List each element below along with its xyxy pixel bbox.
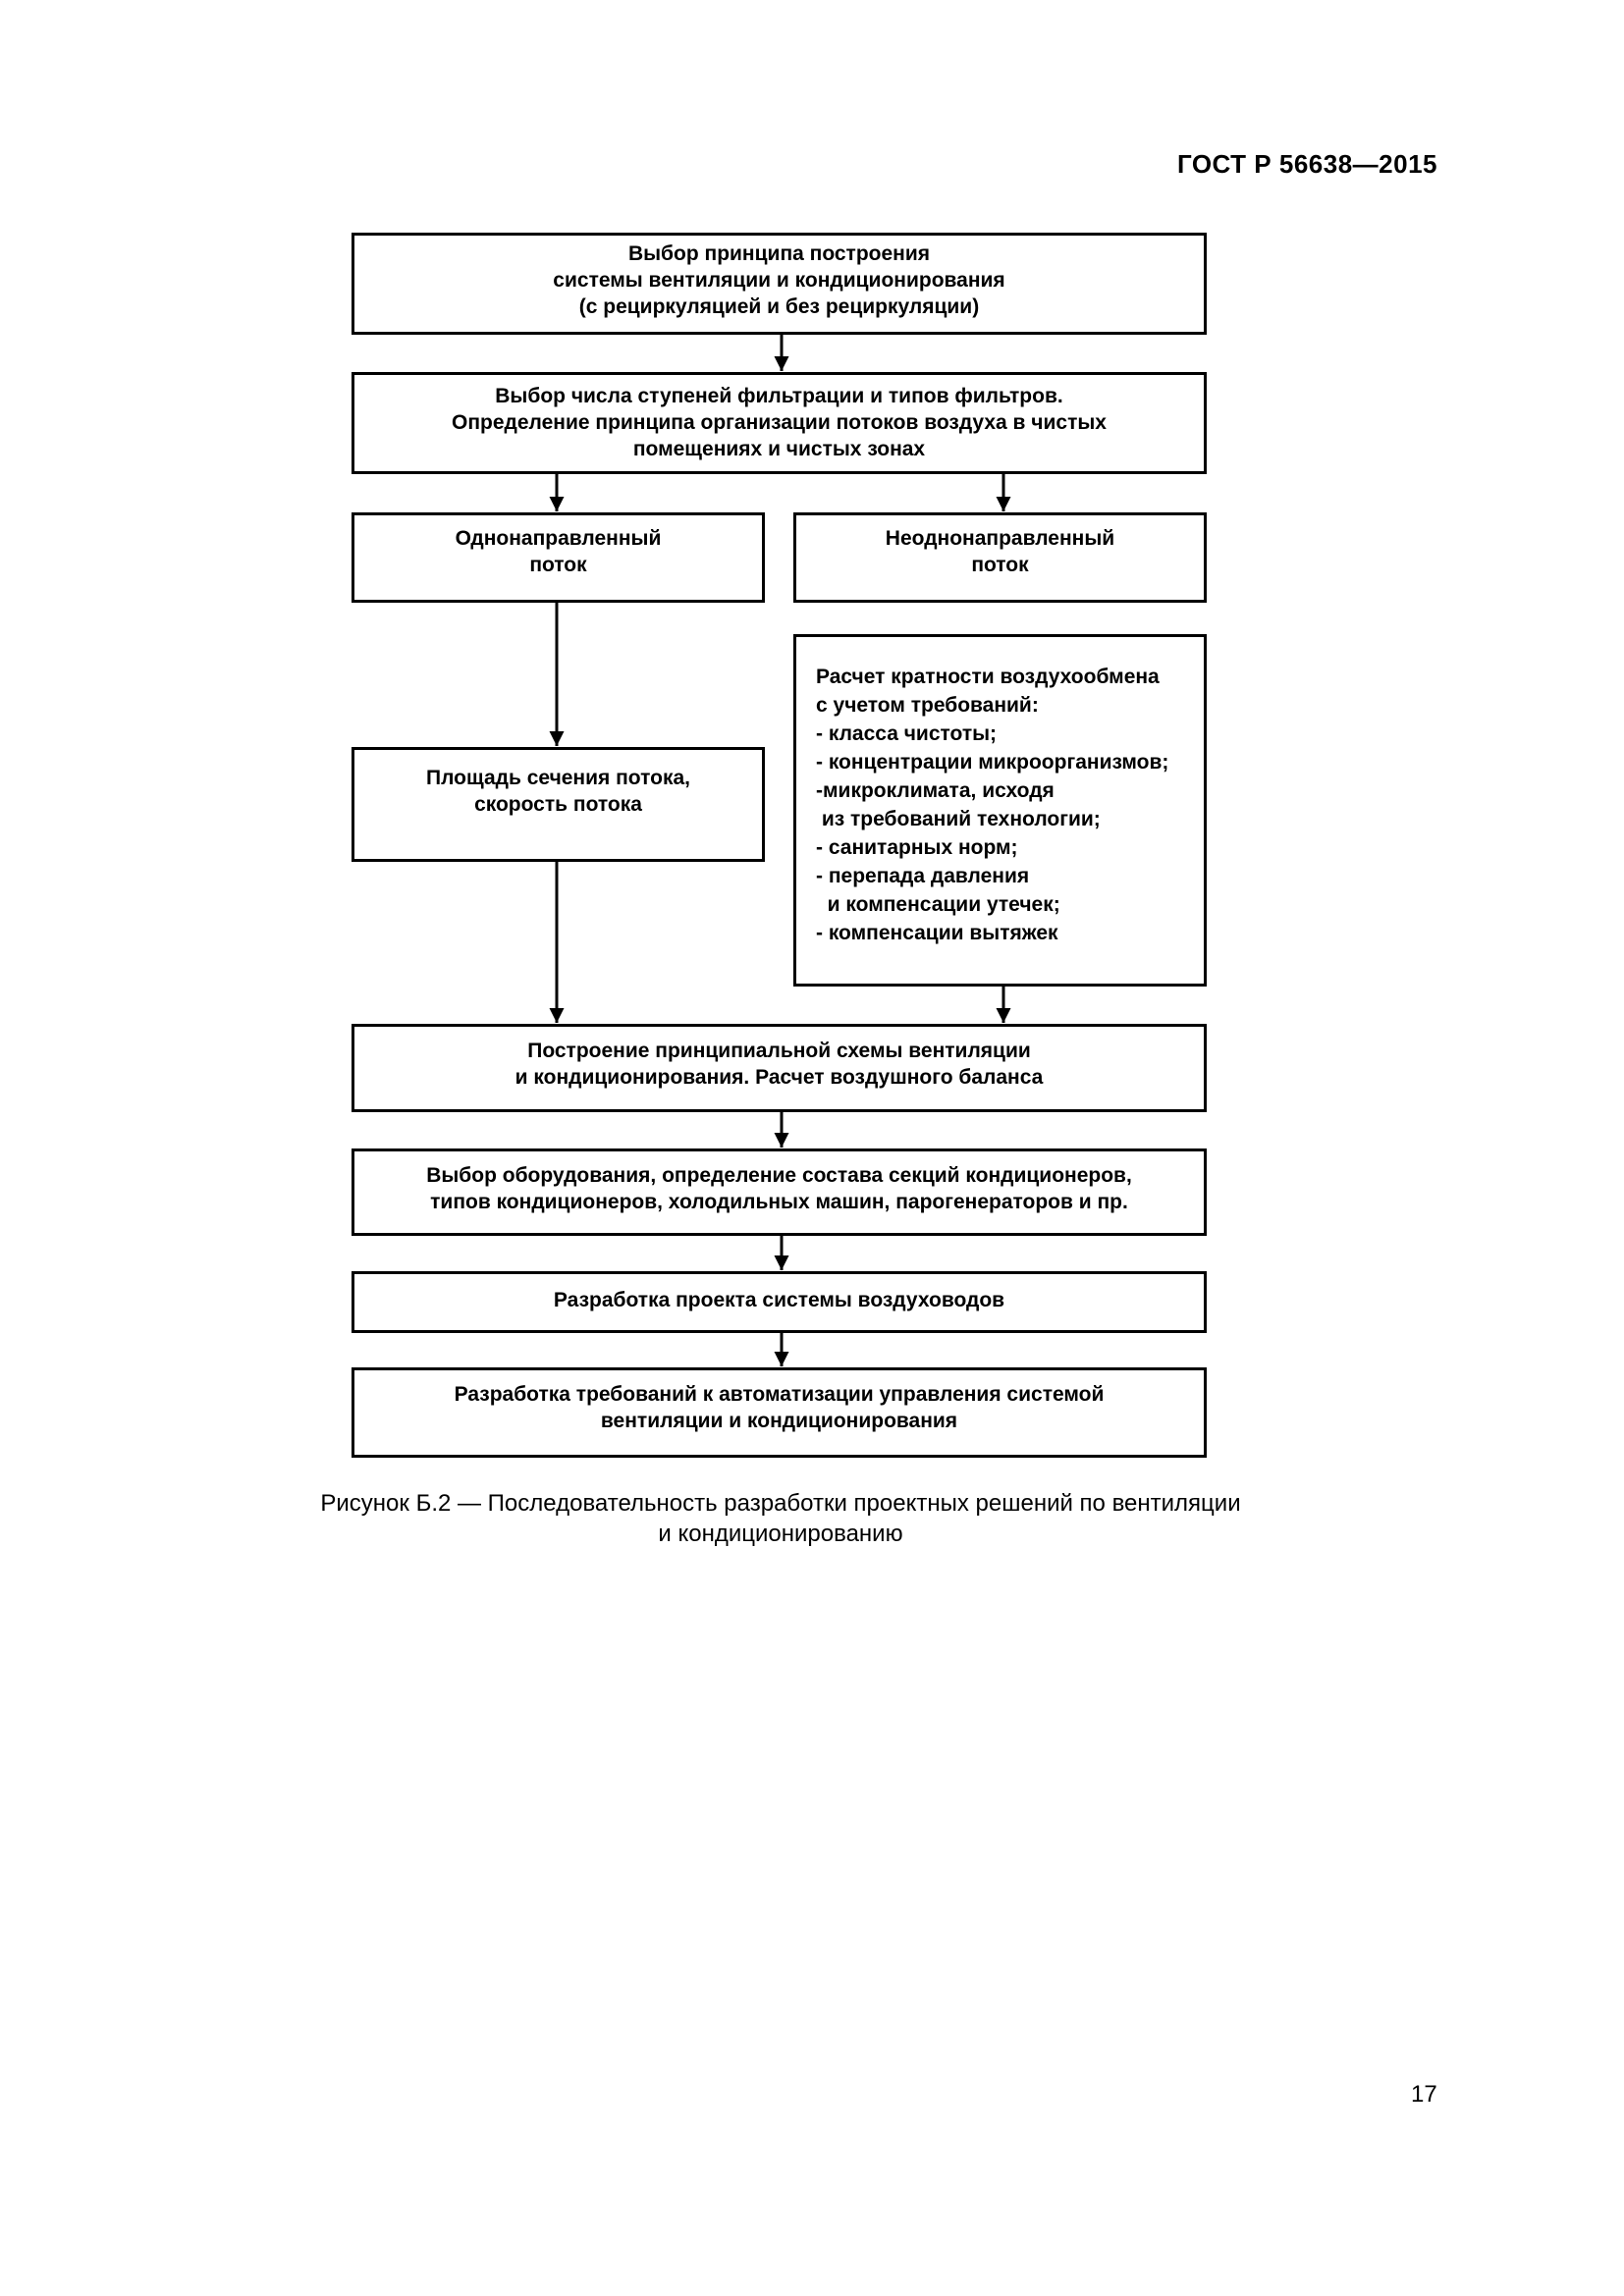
box-flow-section-velocity: Площадь сечения потока, скорость потока [352,747,765,862]
step-automation-requirements: Разработка требований к автоматизации уп… [352,1367,1207,1458]
step-filtration-selection: Выбор числа ступеней фильтрации и типов … [352,372,1207,474]
step-principal-scheme: Построение принципиальной схемы вентиляц… [352,1024,1207,1112]
step-equipment-selection: Выбор оборудования, определение состава … [352,1148,1207,1236]
figure-caption: Рисунок Б.2 — Последовательность разрабо… [320,1490,1241,1547]
page-number: 17 [1411,2081,1437,2108]
box-unidirectional-flow: Однонаправленный поток [352,512,765,603]
step-duct-design: Разработка проекта системы воздуховодов [352,1271,1207,1333]
step-ventilation-principle: Выбор принципа построения системы вентил… [352,233,1207,335]
box-non-unidirectional-flow: Неоднонаправленный поток [793,512,1207,603]
document-header: ГОСТ Р 56638—2015 [1176,149,1437,179]
box-air-exchange-calculation: Расчет кратности воздухообмена с учетом … [793,634,1207,987]
